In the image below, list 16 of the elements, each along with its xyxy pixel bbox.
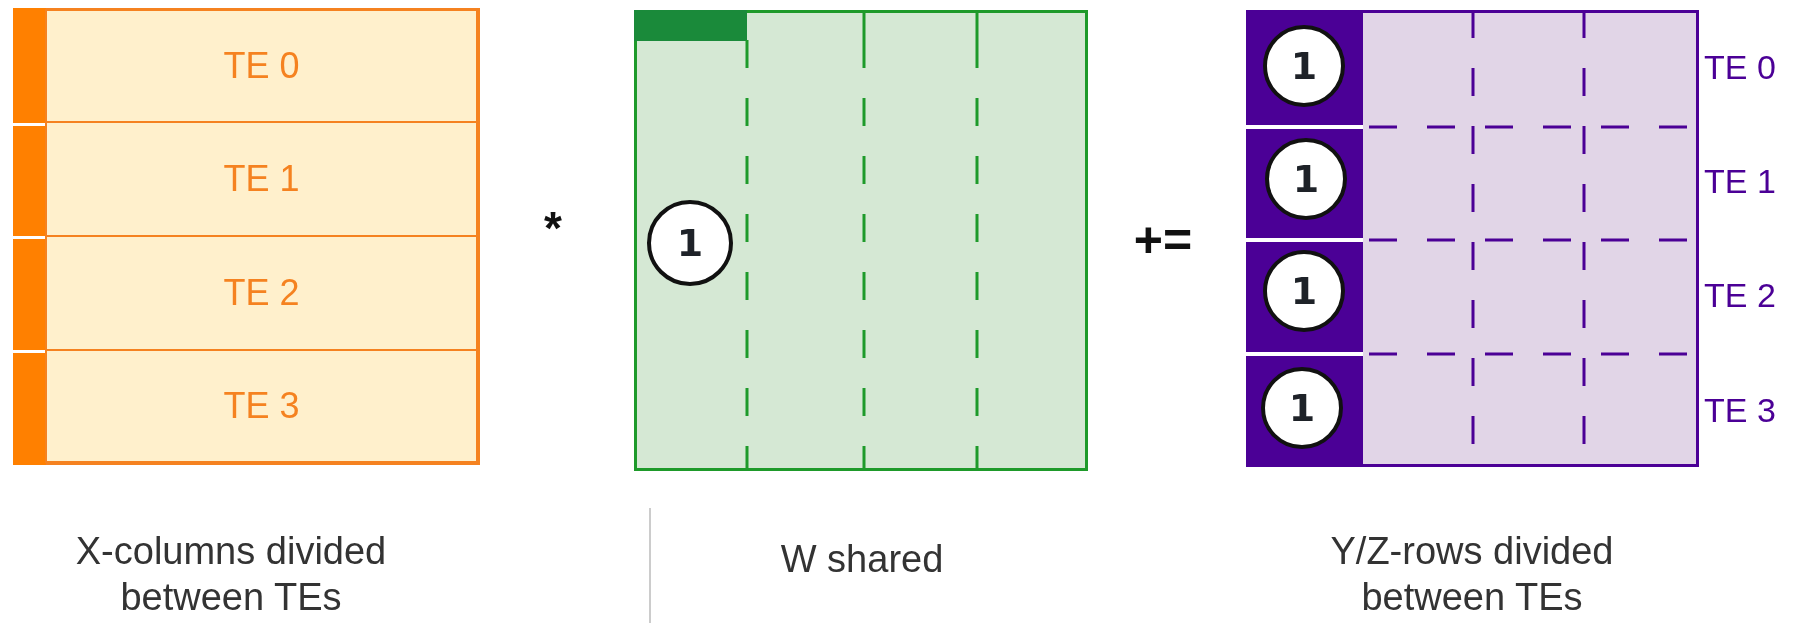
matrix-row: TE 1 xyxy=(45,121,478,237)
row-label: TE 1 xyxy=(1704,161,1776,201)
matrix-row: TE 2 xyxy=(45,235,478,351)
matrix-row: TE 3 xyxy=(45,349,478,463)
matrix-box xyxy=(634,10,1088,471)
matrix-row: TE 0 xyxy=(45,9,478,123)
caption: Y/Z-rows divided between TEs xyxy=(1329,529,1615,620)
row-label: TE 0 xyxy=(1704,47,1776,87)
operator: * xyxy=(544,201,562,255)
caption: W shared xyxy=(779,537,945,583)
caption: X-columns divided between TEs xyxy=(74,529,388,620)
operator: += xyxy=(1133,211,1193,269)
row-label: TE 2 xyxy=(1704,275,1776,315)
matrix-box xyxy=(13,8,480,465)
matrix-box xyxy=(1246,10,1699,467)
row-label: TE 3 xyxy=(1704,390,1776,430)
